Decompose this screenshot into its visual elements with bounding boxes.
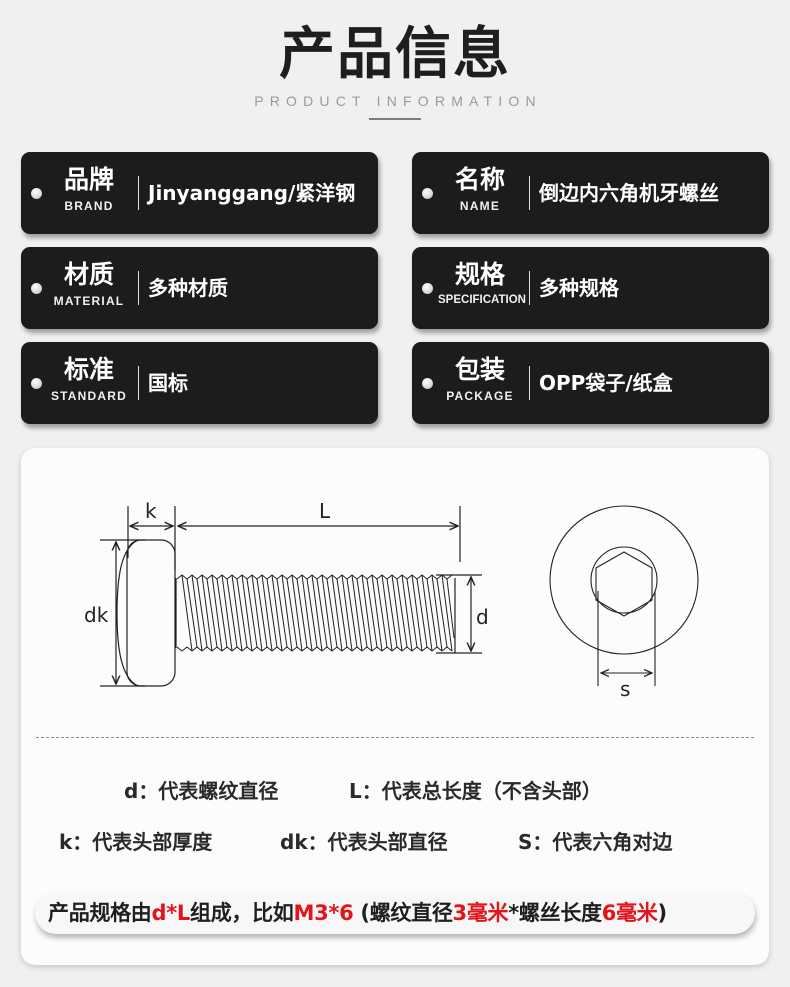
tag-hole-icon: [31, 283, 42, 294]
tag-hole-icon: [31, 378, 42, 389]
tag-value: 多种材质: [148, 276, 228, 300]
legend-k: k：代表头部厚度: [59, 830, 213, 854]
tag-hole-icon: [31, 188, 42, 199]
info-tag-brand: 品牌 BRAND Jinyanggang/紧洋钢: [21, 152, 378, 234]
tag-hole-icon: [422, 188, 433, 199]
tag-divider: [138, 271, 139, 305]
legend-s: S：代表六角对边: [518, 830, 673, 854]
tag-label-en: MATERIAL: [53, 294, 125, 308]
tag-value: Jinyanggang/紧洋钢: [148, 181, 356, 205]
tag-label-en: SPECIFICATION: [438, 294, 526, 306]
legend-d: d：代表螺纹直径: [124, 779, 279, 803]
tag-divider: [138, 366, 139, 400]
formula-text: 组成，比如: [190, 901, 294, 925]
tag-value: 多种规格: [539, 276, 619, 300]
tag-label-en: NAME: [459, 199, 501, 213]
screw-dimension-labels: k L dk d s: [84, 499, 630, 701]
tag-value: 倒边内六角机牙螺丝: [539, 181, 719, 205]
info-tag-material: 材质 MATERIAL 多种材质: [21, 247, 378, 329]
page-subtitle: PRODUCT INFORMATION: [254, 93, 542, 109]
tag-label-en: PACKAGE: [446, 389, 514, 403]
legend-L: L：代表总长度（不含头部）: [349, 779, 602, 803]
tag-label-cn: 名称: [454, 165, 505, 194]
tag-label: 标准 STANDARD: [47, 354, 131, 403]
label-d: d: [476, 605, 489, 629]
dimension-card: k L dk d s d：代表螺纹直径 L：代表总长度（不含头部） k：代表头部…: [21, 448, 769, 965]
tag-label-cn: 包装: [454, 355, 505, 384]
formula-highlight: d*L: [151, 901, 191, 925]
tag-hole-icon: [422, 378, 433, 389]
tag-label-en: STANDARD: [50, 389, 128, 403]
tag-label-cn: 规格: [454, 260, 505, 289]
info-tag-package: 包装 PACKAGE OPP袋子/纸盒: [412, 342, 769, 424]
screw-top-view: [549, 505, 699, 686]
tag-label-cn: 材质: [63, 260, 114, 289]
section-divider: [36, 737, 754, 738]
tag-label: 品牌 BRAND: [47, 164, 131, 213]
tag-value: OPP袋子/纸盒: [539, 371, 673, 395]
tag-label: 名称 NAME: [438, 164, 522, 213]
formula-text: *螺丝长度: [508, 901, 602, 925]
tag-divider: [138, 176, 139, 210]
tag-value: 国标: [148, 371, 188, 395]
screw-dimension-diagram: k L dk d s: [84, 499, 699, 701]
screw-side-view: [100, 506, 482, 687]
tag-divider: [529, 366, 530, 400]
label-s: s: [620, 677, 630, 701]
tag-label: 材质 MATERIAL: [47, 259, 131, 308]
page-title: 产品信息: [279, 22, 511, 87]
spec-formula-banner: 产品规格由d*L组成，比如M3*6 (螺纹直径3毫米*螺丝长度6毫米): [35, 892, 755, 934]
formula-text: 产品规格由: [48, 901, 152, 925]
tag-label: 规格 SPECIFICATION: [438, 259, 526, 306]
info-tag-name: 名称 NAME 倒边内六角机牙螺丝: [412, 152, 769, 234]
label-L: L: [319, 499, 331, 523]
tag-label: 包装 PACKAGE: [438, 354, 522, 403]
tag-label-cn: 品牌: [63, 165, 114, 194]
tag-divider: [529, 271, 530, 305]
tag-label-en: BRAND: [64, 199, 114, 213]
formula-text: ): [657, 901, 667, 925]
formula-highlight: 6毫米: [601, 901, 658, 925]
tag-label-cn: 标准: [63, 355, 114, 384]
label-dk: dk: [84, 603, 109, 627]
label-k: k: [145, 499, 157, 523]
title-underline: [369, 118, 421, 120]
legend-dk: dk：代表头部直径: [280, 830, 448, 854]
formula-text: (螺纹直径: [353, 901, 453, 925]
tag-divider: [529, 176, 530, 210]
formula-highlight: M3*6: [293, 901, 354, 925]
info-tag-specification: 规格 SPECIFICATION 多种规格: [412, 247, 769, 329]
info-tag-standard: 标准 STANDARD 国标: [21, 342, 378, 424]
formula-highlight: 3毫米: [452, 901, 509, 925]
tag-hole-icon: [422, 283, 433, 294]
